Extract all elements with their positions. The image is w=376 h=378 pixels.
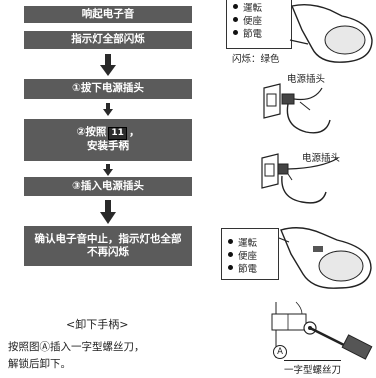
indicator-item: 便座 (222, 248, 278, 262)
indicator-label: 便座 (238, 250, 258, 262)
plug-label: 电源插头 (302, 153, 341, 164)
removal-title: <卸下手柄> (66, 318, 129, 331)
indicator-item: 運転 (227, 0, 291, 14)
arrow-down-icon (103, 103, 113, 116)
reference-badge: 11 (108, 127, 127, 141)
toilet-illustration-icon (289, 3, 373, 63)
arrow-down-icon (103, 164, 113, 176)
indicator-item: 便座 (227, 13, 291, 27)
flow-step-3: ①拔下电源插头 (24, 79, 192, 99)
indicator-light-icon (228, 265, 233, 270)
indicator-label: 便座 (243, 15, 263, 27)
indicator-light-icon (233, 4, 238, 9)
indicator-item: 運転 (222, 235, 278, 249)
indicator-label: 運転 (238, 237, 258, 249)
flow-step-6: 确认电子音中止，指示灯也全部不再闪烁 (24, 226, 192, 266)
toilet-illustration-icon (278, 227, 372, 289)
flow-step-2-text: 指示灯全部闪烁 (71, 33, 145, 46)
blink-color-note: 闪烁：绿色 (232, 54, 280, 65)
indicator-light-icon (228, 239, 233, 244)
indicator-light-icon (233, 17, 238, 22)
indicator-label: 節電 (243, 28, 263, 40)
indicator-item: 節電 (222, 261, 278, 275)
indicator-light-icon (228, 252, 233, 257)
screwdriver-label: 一字型螺丝刀 (284, 360, 342, 376)
marker-a-icon: A (273, 345, 287, 359)
flow-step-1-text: 响起电子音 (81, 7, 135, 20)
flow-step-5: ③插入电源插头 (24, 177, 192, 196)
arrow-down-icon (100, 200, 116, 224)
flow-step-2: 指示灯全部闪烁 (24, 31, 192, 49)
flow-step-1: 响起电子音 (24, 6, 192, 23)
indicator-panel-steady: 運転 便座 節電 (221, 228, 279, 280)
plug-label: 电源插头 (287, 74, 326, 85)
arrow-down-icon (100, 54, 116, 76)
flow-step-4-prefix: ②按照 (76, 126, 107, 139)
removal-instruction-2: 解锁后卸下。 (8, 358, 71, 370)
indicator-item: 節電 (227, 26, 291, 40)
plug-in-illustration-icon (261, 153, 339, 204)
removal-instruction-1: 按照图Ⓐ插入一字型螺丝刀， (8, 341, 145, 353)
flow-step-3-text: ①拔下电源插头 (72, 82, 144, 95)
marker-a-label: A (277, 347, 283, 357)
flow-step-5-text: ③插入电源插头 (72, 179, 144, 192)
indicator-light-icon (233, 30, 238, 35)
indicator-panel-blinking: 運転 便座 節電 (226, 0, 292, 49)
screwdriver-illustration-icon (271, 301, 373, 360)
unplug-illustration-icon (263, 83, 331, 134)
flow-step-6-text: 确认电子音中止，指示灯也全部不再闪烁 (34, 232, 182, 258)
flow-step-4-line2: 安装手柄 (87, 140, 129, 153)
indicator-label: 運転 (243, 2, 263, 14)
indicator-label: 節電 (238, 263, 258, 275)
flow-step-4-comma: ， (128, 126, 140, 139)
